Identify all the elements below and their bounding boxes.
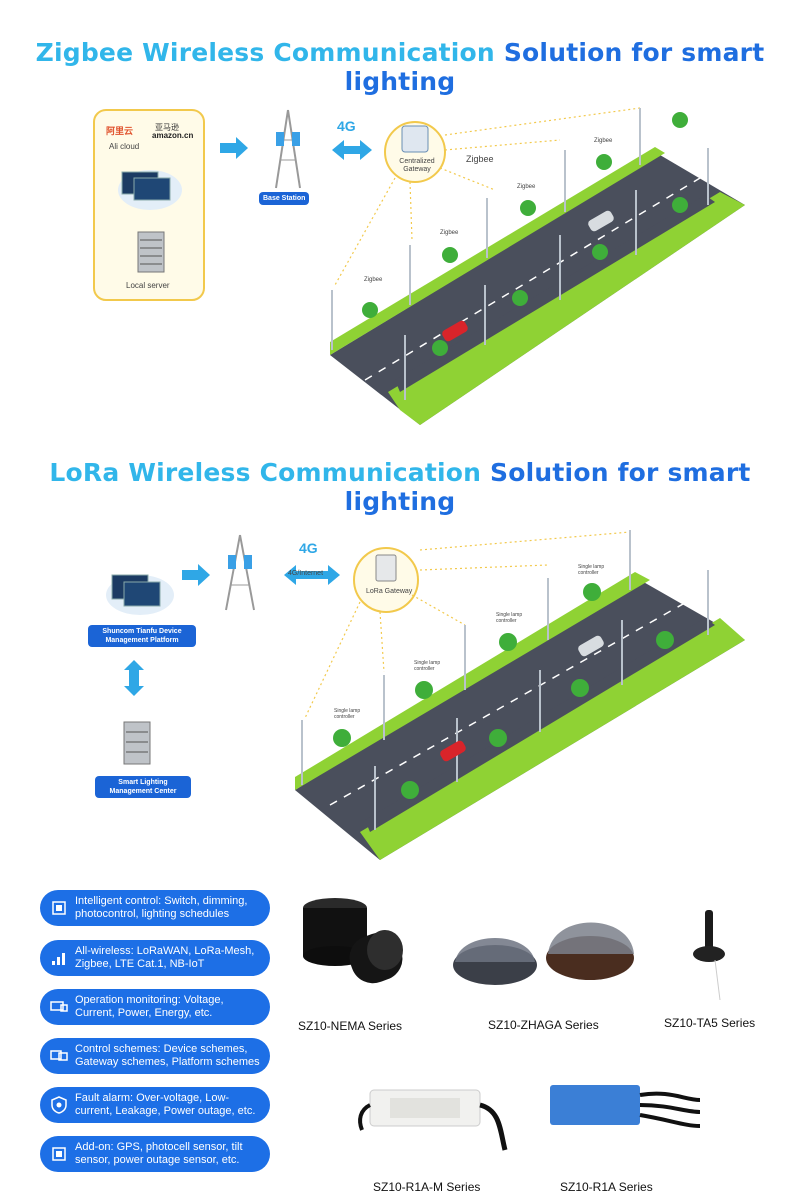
product-caption: SZ10-R1A Series: [560, 1180, 653, 1194]
ali-cloud-label: Ali cloud: [109, 142, 140, 151]
node-label: Zigbee: [517, 184, 536, 190]
car-white: [588, 210, 614, 232]
product-caption: SZ10-NEMA Series: [298, 1019, 403, 1033]
double-arrow-icon: [332, 140, 372, 160]
fourg-label: 4G: [337, 118, 356, 134]
feature-intelligent-control: Intelligent control: Switch, dimming, ph…: [40, 890, 270, 926]
product-caption: SZ10-R1A-M Series: [373, 1180, 481, 1194]
zhaga-product-image: [453, 922, 634, 985]
node-label: Zigbee: [364, 277, 383, 283]
gateway-device-icon: [401, 125, 429, 153]
controller-label: Single lamp controller: [414, 660, 441, 672]
amazon-logo-cn: 亚马逊: [155, 123, 179, 132]
signal-bars-icon: [52, 953, 65, 965]
feature-operation-monitoring: Operation monitoring: Voltage, Current, …: [40, 989, 270, 1025]
signal-lines: [304, 531, 631, 719]
fourg-internet-label: 4G/Internet: [288, 570, 324, 577]
server-icon: [123, 721, 151, 765]
chip-icon: [52, 901, 66, 915]
arrow-icon: [182, 564, 210, 586]
double-arrow-icon: [284, 565, 340, 585]
monitor-icon: [50, 1001, 68, 1012]
car-white: [578, 635, 604, 657]
nema-product-image: [303, 898, 403, 984]
tower-icon: [275, 109, 301, 189]
ta5-product-image: [693, 910, 725, 1001]
zigbee-label: Zigbee: [466, 154, 494, 164]
car-red: [442, 320, 468, 342]
feature-fault-alarm: Fault alarm: Over-voltage, Low-current, …: [40, 1087, 270, 1123]
lora-title: LoRa Wireless Communication Solution for…: [49, 458, 751, 516]
lamp-posts: [331, 108, 709, 400]
base-station-label: Base Station: [259, 192, 310, 205]
feature-add-on: Add-on: GPS, photocell sensor, tilt sens…: [40, 1136, 270, 1172]
controller-label: Single lamp controller: [496, 612, 523, 624]
screens-icon: [50, 1050, 68, 1061]
road: [330, 155, 745, 425]
gateway-label: Centralized Gateway: [399, 158, 435, 173]
signal-lines: [334, 107, 641, 286]
controller-label: Single lamp controller: [578, 564, 605, 576]
controller-label: Single lamp controller: [334, 708, 361, 720]
aliyun-logo: 阿里云: [106, 126, 134, 136]
double-arrow-vertical-icon: [124, 660, 144, 696]
arrow-icon: [220, 137, 248, 159]
product-caption: SZ10-TA5 Series: [664, 1016, 756, 1030]
r1a-product-image: [550, 1085, 701, 1128]
amazon-logo: amazon.cn: [152, 131, 194, 140]
tower-icon: [225, 534, 255, 611]
lamp-posts: [301, 530, 709, 830]
node-label: Zigbee: [594, 138, 613, 144]
lora-diagram: [106, 530, 745, 860]
fourg-label: 4G: [299, 540, 318, 556]
server-icon: [137, 231, 165, 273]
shield-icon: [51, 1096, 67, 1114]
trees: [333, 583, 674, 799]
feature-all-wireless: All-wireless: LoRaWAN, LoRa-Mesh, Zigbee…: [40, 940, 270, 976]
node-label: Zigbee: [440, 230, 459, 236]
local-server-label: Local server: [126, 281, 170, 290]
car-red: [440, 740, 466, 762]
management-center-label: Smart Lighting Management Center: [95, 776, 191, 798]
platform-label: Shuncom Tianfu Device Management Platfor…: [88, 625, 196, 647]
lora-gateway-device-icon: [375, 554, 397, 582]
r1a-m-product-image: [358, 1089, 508, 1151]
zigbee-title: Zigbee Wireless Communication Solution f…: [35, 38, 765, 96]
lora-gateway-label: LoRa Gateway: [366, 588, 413, 595]
zigbee-diagram: [93, 107, 745, 425]
grass-strip: [330, 147, 665, 355]
trees: [362, 112, 688, 356]
chip-icon: [52, 1147, 66, 1161]
products-illustration: [303, 898, 725, 1151]
feature-control-schemes: Control schemes: Device schemes, Gateway…: [40, 1038, 270, 1074]
product-caption: SZ10-ZHAGA Series: [488, 1018, 599, 1032]
